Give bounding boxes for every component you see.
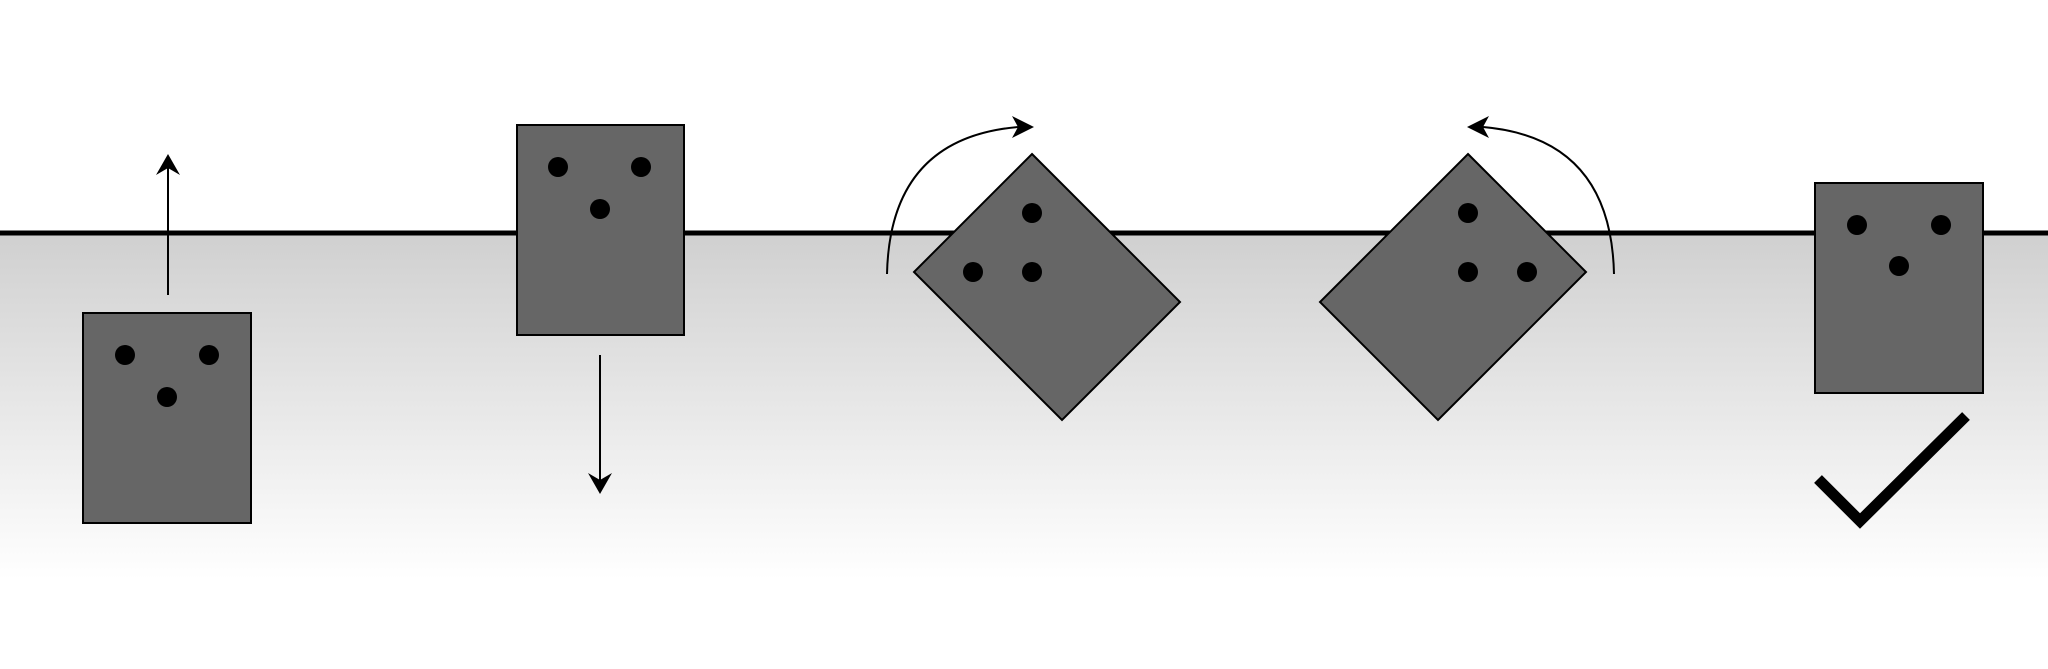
step-1-dot <box>199 345 219 365</box>
step-5-dot <box>1889 256 1909 276</box>
step-3-dot <box>963 262 983 282</box>
step-5-dot <box>1931 215 1951 235</box>
step-3-dot <box>1022 203 1042 223</box>
rotate-clockwise-icon <box>886 116 1034 275</box>
checkmark-icon <box>1814 412 1970 529</box>
step-1-dot <box>157 387 177 407</box>
step-2-dot <box>590 199 610 219</box>
step-5-dot <box>1847 215 1867 235</box>
step-5-card <box>1814 182 1984 394</box>
step-3-group <box>886 116 1182 422</box>
arrow-up-icon <box>156 154 180 295</box>
step-1-dot <box>115 345 135 365</box>
step-1-card <box>82 312 252 524</box>
step-4-dot <box>1458 262 1478 282</box>
step-4-dot <box>1458 203 1478 223</box>
arrow-down-icon <box>588 355 612 494</box>
step-4-group <box>1318 116 1615 422</box>
step-2-dot <box>548 157 568 177</box>
step-3-dot <box>1022 262 1042 282</box>
step-4-card <box>1318 152 1588 422</box>
step-1-group <box>82 154 252 524</box>
step-2-group <box>516 124 685 494</box>
step-3-card <box>912 152 1182 422</box>
step-2-dot <box>631 157 651 177</box>
rotate-counterclockwise-icon <box>1467 116 1615 275</box>
step-4-dot <box>1517 262 1537 282</box>
step-5-group <box>1814 182 1984 529</box>
step-2-card <box>516 124 685 336</box>
